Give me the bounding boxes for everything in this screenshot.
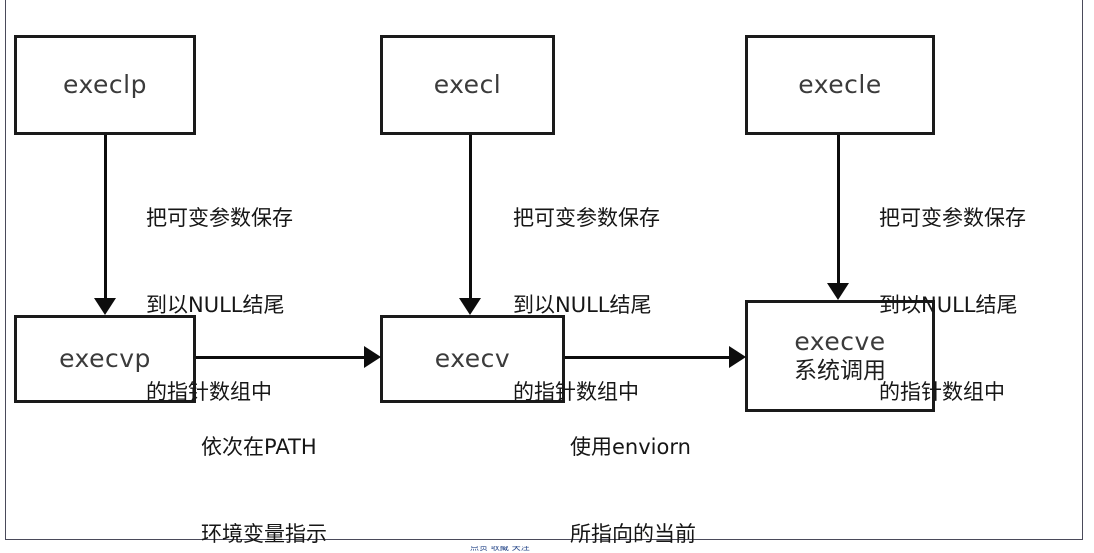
node-execle-label: execle — [798, 70, 882, 100]
annotation-line: 的指针数组中 — [513, 380, 639, 404]
annotation-line: 使用enviorn — [570, 435, 691, 459]
annotation-line: 环境变量指示 — [201, 522, 327, 546]
connector-execl-execv-line — [469, 135, 472, 300]
page-border-left — [5, 0, 6, 540]
annotation-line: 到以NULL结尾 — [513, 293, 652, 317]
annotation-line: 所指向的当前 — [570, 522, 696, 546]
connector-execl-execv-arrowhead — [459, 298, 481, 315]
page-border-bottom — [5, 539, 1083, 540]
node-execve-sublabel: 系统调用 — [794, 357, 886, 384]
node-execlp: execlp — [14, 35, 196, 135]
annotation-execlp-to-execvp: 把可变参数保存 到以NULL结尾 的指针数组中 — [146, 146, 293, 465]
node-execl-label: execl — [433, 70, 502, 100]
page-footer-strip: 点赞 收藏 关注 — [0, 546, 1094, 553]
annotation-line: 依次在PATH — [201, 435, 317, 459]
page-border-right — [1082, 0, 1083, 540]
connector-execlp-execvp-arrowhead — [94, 298, 116, 315]
annotation-line: 到以NULL结尾 — [146, 293, 285, 317]
annotation-execl-to-execv: 把可变参数保存 到以NULL结尾 的指针数组中 — [513, 146, 660, 465]
annotation-line: 的指针数组中 — [146, 380, 272, 404]
node-execv-label: execv — [434, 344, 511, 374]
annotation-line: 的指针数组中 — [879, 380, 1005, 404]
node-execvp-label: execvp — [59, 344, 151, 374]
connector-execle-execve-arrowhead — [827, 283, 849, 300]
page-footer-strip-text: 点赞 收藏 关注 — [470, 546, 530, 553]
annotation-line: 把可变参数保存 — [513, 206, 660, 230]
node-execve: execve 系统调用 — [745, 300, 935, 412]
annotation-line: 把可变参数保存 — [879, 206, 1026, 230]
connector-execvp-execv-line — [196, 356, 366, 359]
connector-execvp-execv-arrowhead — [364, 346, 381, 368]
node-execlp-label: execlp — [63, 70, 147, 100]
connector-execv-execve-arrowhead — [729, 346, 746, 368]
node-execl: execl — [380, 35, 555, 135]
annotation-line: 到以NULL结尾 — [879, 293, 1018, 317]
annotation-execvp-to-execv: 依次在PATH 环境变量指示 的各目录中 查找该程序 — [201, 375, 327, 553]
connector-execle-execve-line — [837, 135, 840, 285]
node-execle: execle — [745, 35, 935, 135]
node-execve-label: execve — [794, 327, 886, 357]
connector-execv-execve-line — [565, 356, 731, 359]
annotation-execle-to-execve: 把可变参数保存 到以NULL结尾 的指针数组中 — [879, 146, 1026, 465]
node-execvp: execvp — [14, 315, 196, 403]
connector-execlp-execvp-line — [104, 135, 107, 300]
node-execv: execv — [380, 315, 565, 403]
annotation-line: 把可变参数保存 — [146, 206, 293, 230]
annotation-execv-to-execve: 使用enviorn 所指向的当前 环境变量表 — [570, 375, 696, 553]
